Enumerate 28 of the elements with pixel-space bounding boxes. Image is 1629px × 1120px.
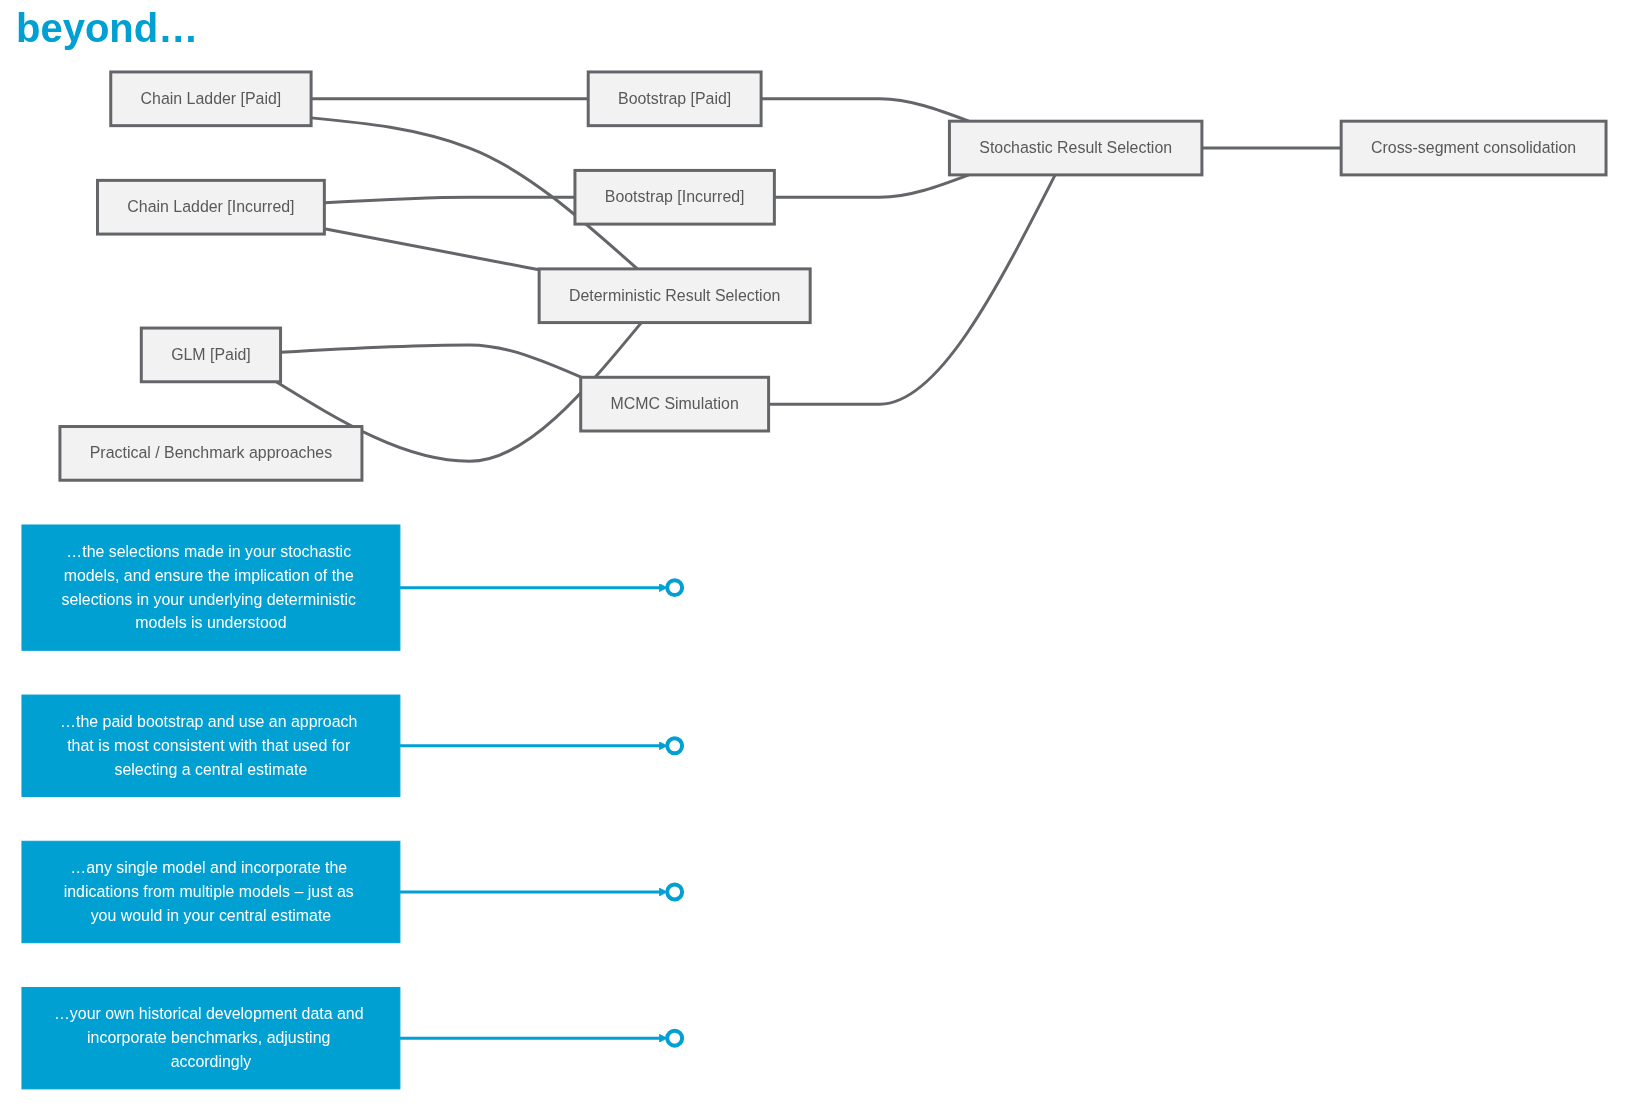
connector [324, 226, 540, 271]
node-box: …the paid bootstrap and use an approach that is most consistent with that used for selecting a central estimate [21, 694, 401, 797]
heading: beyond… [16, 6, 199, 51]
node-box: Chain Ladder [Paid] [109, 70, 313, 127]
node-box: Deterministic Result Selection [537, 266, 812, 324]
node-box: Practical / Benchmark approaches [58, 424, 364, 482]
connector [280, 343, 583, 379]
node-box: MCMC Simulation [579, 375, 771, 433]
node-box: Stochastic Result Selection [947, 119, 1204, 176]
connector [324, 195, 575, 204]
node-circle [665, 577, 685, 597]
connector [1201, 146, 1342, 150]
node-box: …the selections made in your stochastic models, and ensure the implication of the selections in your underlying deterministic models is understood [21, 524, 401, 651]
node-box: …your own historical development data and incorporate benchmarks, adjusting accordingly [21, 986, 401, 1089]
arrow [399, 1033, 668, 1043]
arrow [399, 887, 668, 896]
node-circle [665, 735, 685, 755]
node-box: …any single model and incorporate the indications from multiple models – just as you would in your central estimate [21, 840, 401, 943]
node-box: Chain Ladder [Incurred] [96, 178, 326, 236]
node-box: GLM [Paid] [139, 326, 283, 383]
node-box: Bootstrap [Paid] [586, 70, 763, 127]
node-box: Bootstrap [Incurred] [573, 168, 776, 226]
arrow [399, 740, 668, 750]
connector [311, 96, 589, 100]
node-circle [665, 1028, 685, 1048]
arrow [399, 582, 668, 592]
node-box: Cross-segment consolidation [1339, 119, 1608, 176]
node-circle [665, 882, 685, 901]
